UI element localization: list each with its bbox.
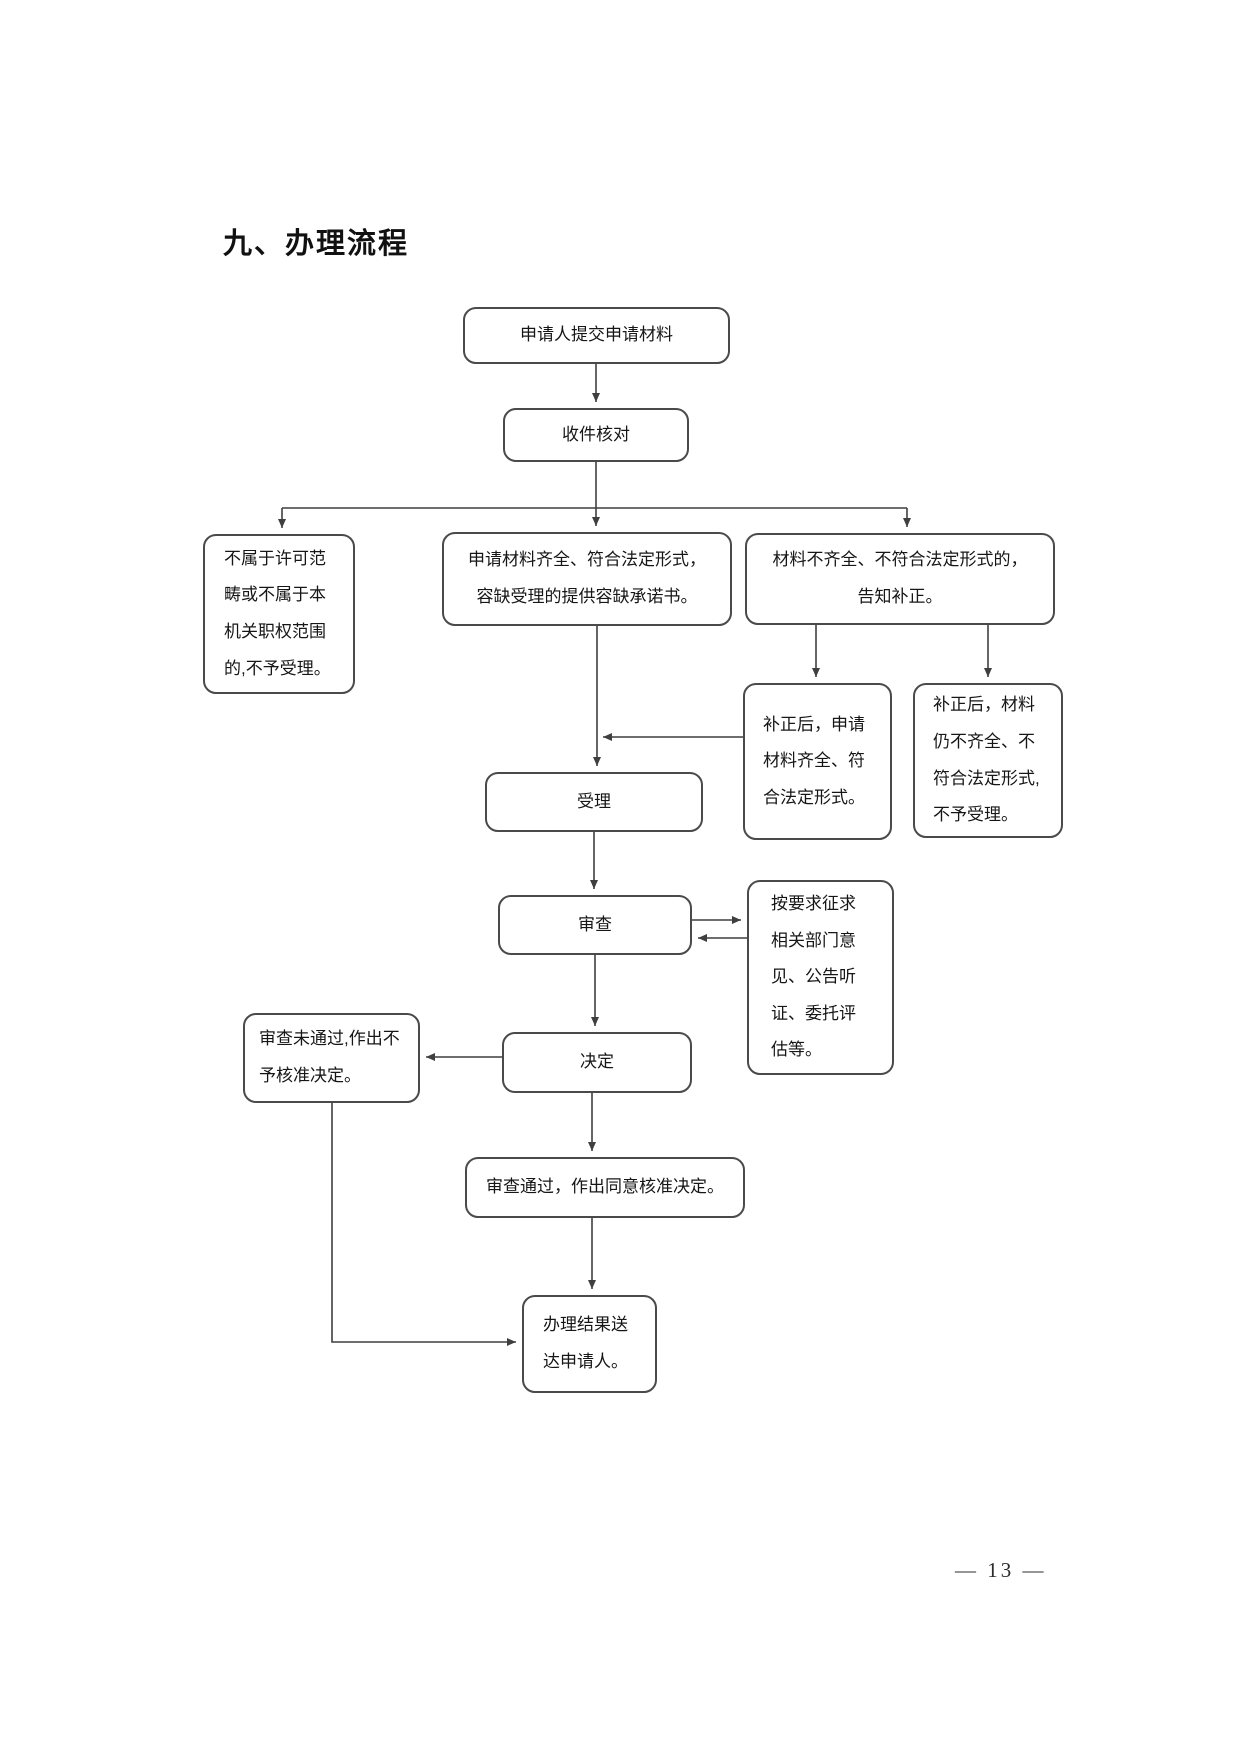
flow-node-review: 审查 (498, 895, 692, 955)
flow-node-fail: 审查未通过,作出不予核准决定。 (243, 1013, 420, 1103)
flow-node-corrected-bad: 补正后，材料仍不齐全、不符合法定形式,不予受理。 (913, 683, 1063, 838)
flow-node-accept: 受理 (485, 772, 703, 832)
flow-node-corrected-ok: 补正后，申请材料齐全、符合法定形式。 (743, 683, 892, 840)
flow-node-submit: 申请人提交申请材料 (463, 307, 730, 364)
flow-node-deliver: 办理结果送达申请人。 (522, 1295, 657, 1393)
flow-node-decision: 决定 (502, 1032, 692, 1093)
flow-node-complete: 申请材料齐全、符合法定形式，容缺受理的提供容缺承诺书。 (442, 532, 732, 626)
flow-node-consult: 按要求征求相关部门意见、公告听证、委托评估等。 (747, 880, 894, 1075)
arrow-fail-to-deliver (331, 1103, 516, 1346)
page-number: — 13 — (955, 1558, 1047, 1582)
flow-node-reject-scope: 不属于许可范畴或不属于本机关职权范围的,不予受理。 (203, 534, 355, 694)
page-title: 九、办理流程 (223, 228, 410, 260)
flow-node-incomplete: 材料不齐全、不符合法定形式的，告知补正。 (745, 533, 1055, 625)
flow-node-check: 收件核对 (503, 408, 689, 462)
flow-node-pass: 审查通过，作出同意核准决定。 (465, 1157, 745, 1218)
